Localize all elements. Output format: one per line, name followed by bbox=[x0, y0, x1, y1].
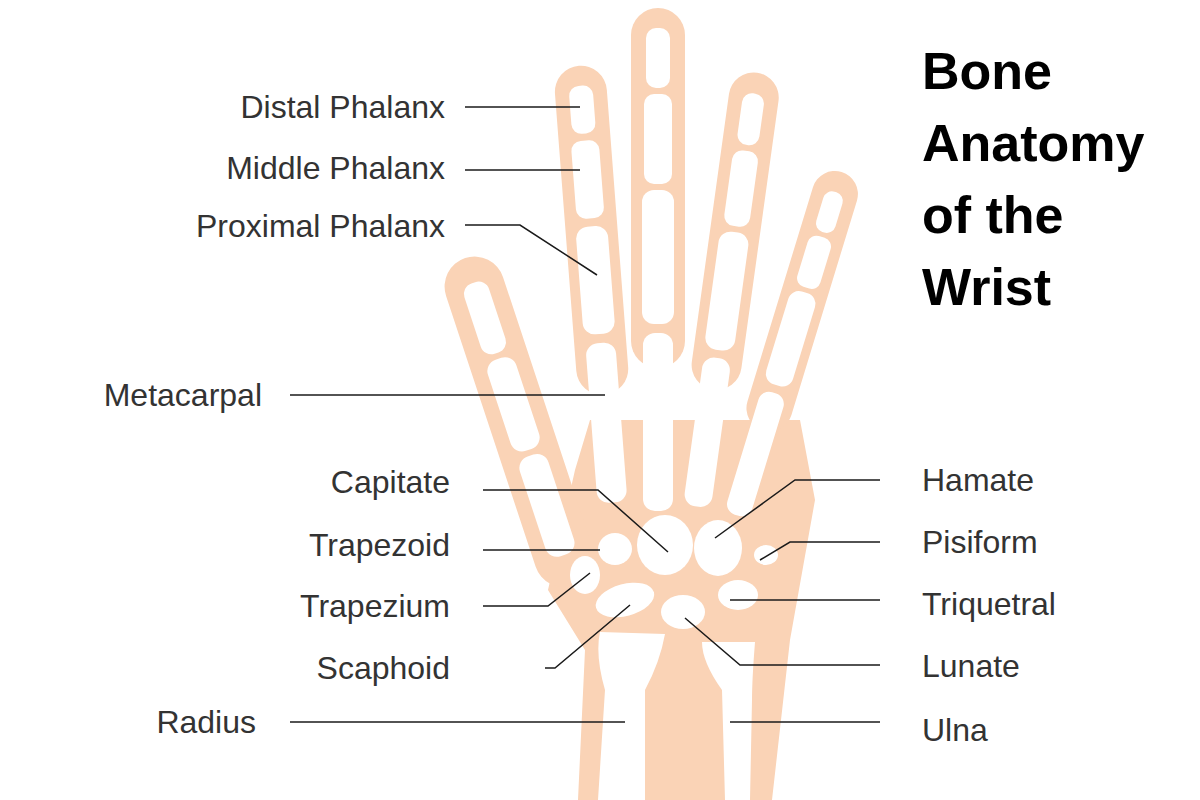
bone-label: Trapezoid bbox=[309, 526, 450, 564]
bone-label: Trapezium bbox=[300, 587, 450, 625]
bone-label: Lunate bbox=[922, 647, 1020, 685]
hand-silhouette bbox=[437, 8, 864, 800]
bone-label: Ulna bbox=[922, 711, 988, 749]
bone-label: Proximal Phalanx bbox=[196, 207, 445, 245]
leader-lines bbox=[290, 107, 880, 722]
bone-label: Radius bbox=[156, 703, 256, 741]
bone-label: Distal Phalanx bbox=[240, 88, 445, 126]
bones bbox=[459, 28, 849, 800]
bone-label: Scaphoid bbox=[317, 649, 450, 687]
bone-label: Hamate bbox=[922, 461, 1034, 499]
bone-label: Middle Phalanx bbox=[226, 149, 445, 187]
bone-label: Capitate bbox=[331, 463, 450, 501]
bone-label: Pisiform bbox=[922, 523, 1038, 561]
bone-label: Triquetral bbox=[922, 585, 1056, 623]
title: Bone Anatomy of the Wrist bbox=[922, 35, 1192, 323]
bone-label: Metacarpal bbox=[104, 376, 262, 414]
